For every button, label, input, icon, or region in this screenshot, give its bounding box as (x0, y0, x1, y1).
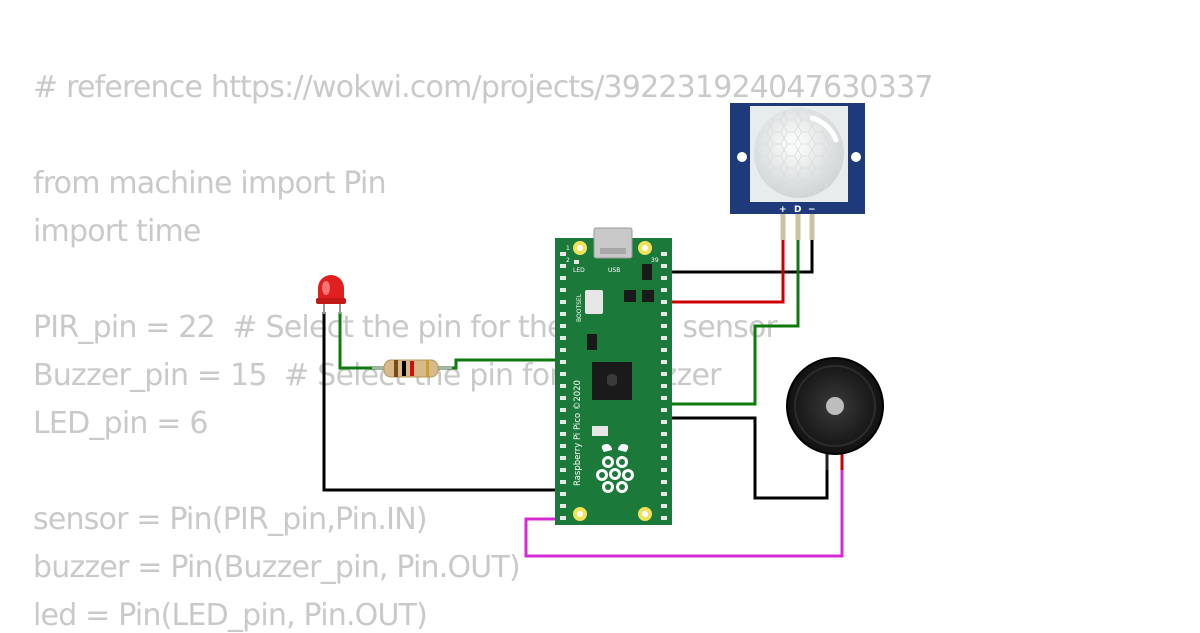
pin1-label: 1 (566, 245, 570, 252)
code-line-led-pin: LED_pin = 6 (33, 406, 208, 441)
usb-label: USB (608, 267, 620, 274)
code-line-buzzer: buzzer = Pin(Buzzer_pin, Pin.OUT) (33, 550, 521, 585)
wire-led-anode[interactable] (338, 312, 384, 370)
red-led[interactable] (316, 275, 346, 314)
pir-motion-sensor[interactable]: + D − (730, 103, 865, 240)
raspberry-logo-icon (596, 444, 634, 493)
buzzer-hole-icon (826, 397, 844, 415)
pin39-label: 39 (651, 257, 659, 264)
wire-pir-data[interactable] (662, 238, 800, 406)
pir-pin-plus-label: + (779, 205, 787, 215)
wire-pir-ground[interactable] (662, 238, 814, 274)
resistor[interactable] (372, 359, 452, 378)
piezo-buzzer[interactable] (786, 357, 884, 470)
wire-led-ground[interactable] (322, 312, 566, 492)
wire-buzzer-ground[interactable] (662, 416, 829, 500)
raspberry-pi-pico[interactable]: USB LED 2 1 39 BOOTSEL Raspberry Pi Pico… (555, 227, 672, 525)
bootsel-button[interactable] (585, 290, 603, 314)
board-name-label: Raspberry Pi Pico ©2020 (573, 380, 583, 486)
code-line-sensor: sensor = Pin(PIR_pin,Pin.IN) (33, 502, 428, 537)
pin2-label: 2 (566, 257, 570, 264)
mount-hole-left-icon (737, 152, 747, 162)
led-label: LED (573, 267, 585, 274)
code-line-reference: # reference https://wokwi.com/projects/3… (33, 70, 933, 105)
wire-buzzer-signal[interactable] (524, 456, 844, 558)
wire-resistor-gp6[interactable] (438, 358, 566, 370)
pir-pin-minus-label: − (808, 205, 816, 215)
pir-pin-data-label: D (794, 205, 801, 215)
code-line-import-pin: from machine import Pin (33, 166, 387, 201)
wire-pir-vcc[interactable] (662, 238, 785, 304)
bootsel-label: BOOTSEL (576, 293, 583, 322)
mount-hole-right-icon (851, 152, 861, 162)
code-line-led: led = Pin(LED_pin, Pin.OUT) (33, 598, 428, 633)
code-line-import-time: import time (33, 214, 201, 249)
